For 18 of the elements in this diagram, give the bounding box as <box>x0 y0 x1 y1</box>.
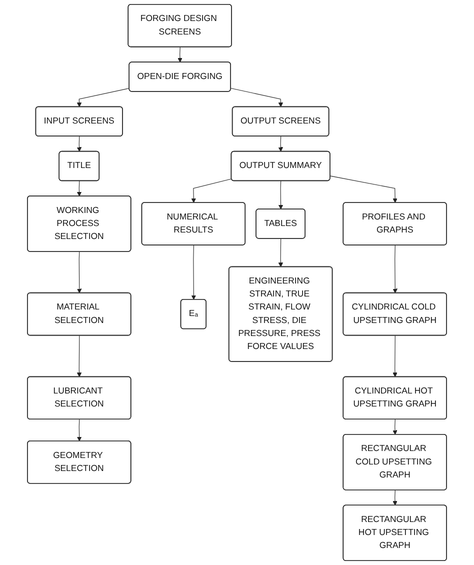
arrow <box>76 136 82 152</box>
arrow <box>76 335 82 378</box>
arrow <box>392 419 398 435</box>
arrow <box>191 244 196 300</box>
arrow <box>278 136 284 152</box>
arrow <box>76 180 82 196</box>
arrow <box>278 180 284 210</box>
arrow <box>76 251 82 294</box>
arrow <box>392 335 398 378</box>
arrow <box>278 238 284 268</box>
arrow <box>76 419 82 442</box>
arrow <box>178 46 182 63</box>
arrow <box>392 490 398 506</box>
arrow <box>76 88 130 108</box>
arrow <box>392 244 398 294</box>
arrow <box>191 178 232 203</box>
arrow <box>230 88 284 108</box>
arrow <box>330 176 398 203</box>
